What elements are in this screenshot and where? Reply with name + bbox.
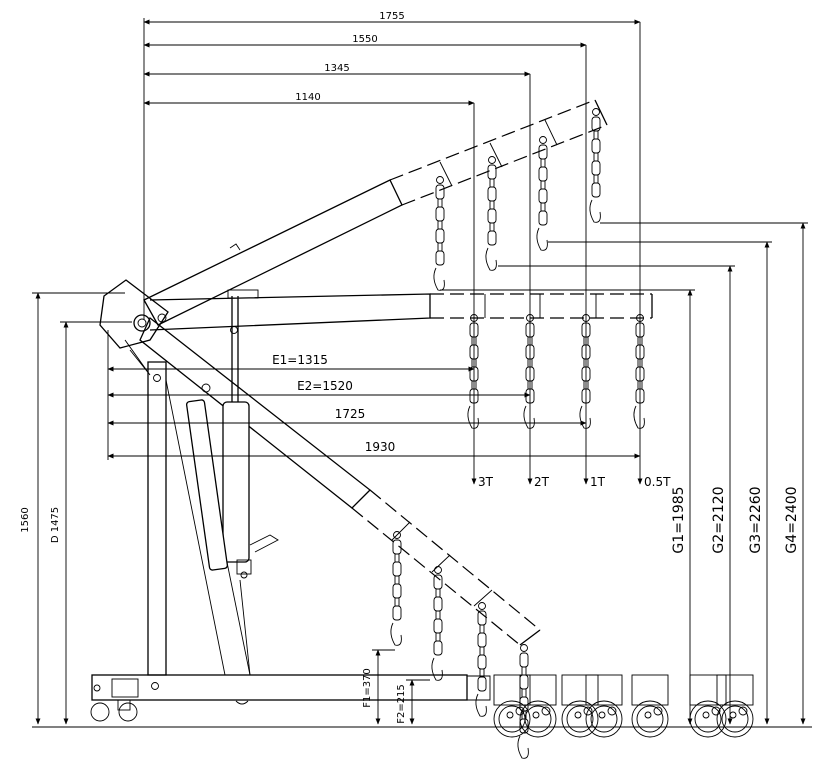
dim-1140: 1140	[295, 92, 320, 103]
horizontal-boom	[149, 289, 653, 331]
g-dimensions: G1=1985 G2=2120 G3=2260 G4=2400	[440, 222, 808, 725]
raised-boom	[143, 99, 608, 326]
load-capacity-labels: 3T 2T 1T 0.5T	[471, 460, 671, 489]
dim-1930: 1930	[365, 440, 396, 454]
dim-e2: E2=1520	[297, 379, 353, 393]
dim-1550: 1550	[352, 34, 377, 45]
dim-f2: F2=215	[396, 684, 407, 724]
e-dimensions: E1=1315 E2=1520 1725 1930	[107, 330, 641, 460]
dim-1345: 1345	[324, 63, 349, 74]
dim-d-1475: D 1475	[50, 507, 61, 543]
dim-1755: 1755	[379, 11, 404, 22]
left-dimensions: 1560 D 1475	[20, 292, 812, 728]
dim-e1: E1=1315	[272, 353, 328, 367]
dim-g1: G1=1985	[671, 486, 687, 553]
load-2t: 2T	[534, 475, 550, 489]
load-0-5t: 0.5T	[644, 475, 671, 489]
horizontal-chains	[467, 314, 645, 429]
dim-g2: G2=2120	[711, 486, 727, 553]
dim-g4: G4=2400	[784, 486, 800, 553]
top-dimensions: 1755 1550 1345 1140	[143, 11, 641, 460]
base-frame	[90, 674, 491, 722]
leg-wheels	[493, 674, 754, 738]
raised-chains	[433, 108, 601, 291]
lowered-chains	[390, 531, 529, 759]
dim-g3: G3=2260	[748, 486, 764, 553]
hydraulic-ram	[185, 296, 279, 579]
dim-1560: 1560	[20, 507, 31, 532]
load-3t: 3T	[478, 475, 494, 489]
dim-f1: F1=370	[362, 668, 373, 708]
boom-head	[99, 279, 169, 376]
dim-1725: 1725	[335, 407, 366, 421]
f-dimensions: F1=370 F2=215	[362, 649, 430, 725]
load-1t: 1T	[590, 475, 606, 489]
